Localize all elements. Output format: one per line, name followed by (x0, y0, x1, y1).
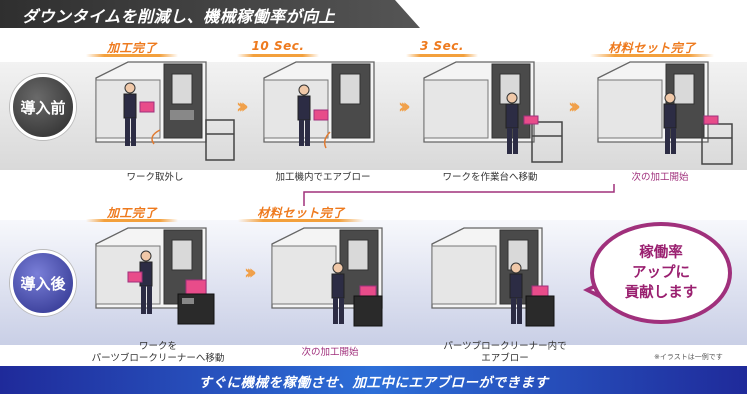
comparison-connector (303, 184, 615, 206)
before-step-4-label: 材料セット完了 (590, 39, 714, 57)
after-step-1-caption: ワークを パーツブロークリーナーへ移動 (68, 341, 248, 365)
after-step-1-label: 加工完了 (86, 204, 178, 222)
before-step-3-caption: ワークを作業台へ移動 (442, 172, 538, 183)
before-step-3-label: 3 Sec. (406, 39, 478, 57)
bubble-line1: 稼働率 (639, 245, 683, 261)
before-scene-4-illustration (597, 61, 733, 165)
before-step-2-label: 10 Sec. (237, 39, 319, 57)
before-step-1-caption: ワーク取外し (126, 172, 184, 183)
header-title: ダウンタイムを削減し、機械稼働率が向上 (22, 7, 336, 26)
after-scene-1-illustration (95, 227, 215, 325)
after-step-2-caption: 次の加工開始 (301, 347, 359, 358)
before-step-1-label: 加工完了 (86, 39, 178, 57)
after-step-1-caption-line1: ワークを (138, 341, 177, 352)
before-chevron-3-icon: ››› (568, 94, 581, 118)
after-scene-2-illustration (271, 227, 383, 327)
before-scene-2-illustration (263, 61, 375, 149)
bottom-banner-text: すぐに機械を稼働させ、加工中にエアブローができます (198, 375, 549, 391)
rate-up-bubble: 稼働率 アップに 貢献します (590, 222, 732, 324)
after-chevron-1-icon: ››› (244, 260, 257, 284)
header-banner (0, 0, 420, 28)
before-step-2-caption: 加工機内でエアブロー (275, 172, 371, 183)
after-step-2-label: 材料セット完了 (238, 204, 364, 222)
after-step-1-caption-line2: パーツブロークリーナーへ移動 (91, 353, 225, 364)
before-scene-3-illustration (423, 61, 563, 163)
bottom-banner (0, 366, 747, 394)
after-badge: 導入後 (10, 250, 76, 316)
before-chevron-1-icon: ››› (236, 94, 249, 118)
before-scene-1-illustration (95, 61, 235, 161)
illustration-note: ※イラストは一例です (654, 353, 723, 361)
after-scene-3-illustration (431, 227, 555, 327)
after-step-3-caption-line2: エアブロー (481, 353, 529, 364)
before-badge: 導入前 (10, 74, 76, 140)
after-step-3-caption: パーツブロークリーナー内で エアブロー (420, 341, 590, 365)
before-chevron-2-icon: ››› (398, 94, 411, 118)
before-step-4-caption: 次の加工開始 (631, 172, 689, 183)
bubble-line2: アップに (632, 265, 690, 281)
bubble-line3: 貢献します (624, 285, 698, 301)
after-step-3-caption-line1: パーツブロークリーナー内で (443, 341, 567, 352)
